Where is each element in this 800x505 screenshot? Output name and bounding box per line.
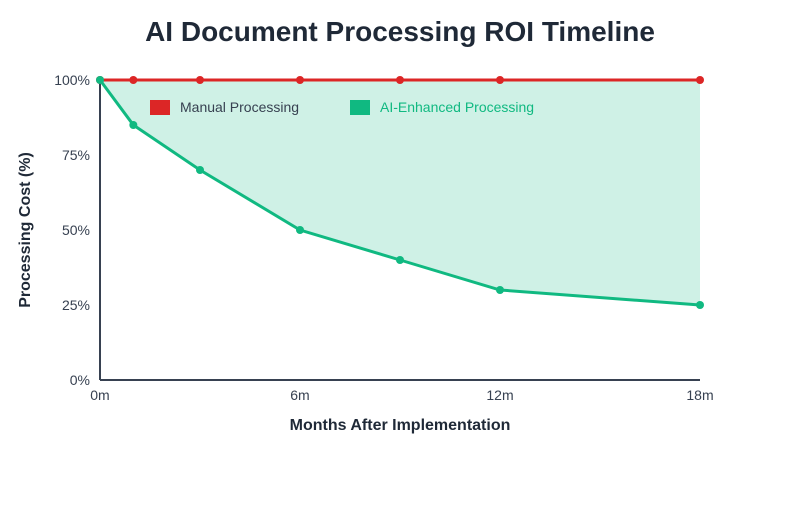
y-tick-label: 75% [62,147,90,163]
ai-data-point [129,121,138,129]
ai-data-point [196,166,204,174]
y-tick-label: 0% [70,372,90,388]
ai-data-point [496,286,504,294]
manual-data-point [496,76,504,84]
legend-swatch-manual [150,100,170,115]
manual-data-point [196,76,204,84]
legend-swatch-ai [350,100,370,115]
legend-label-ai: AI-Enhanced Processing [380,99,534,115]
ai-data-point [296,226,304,234]
legend: Manual Processing AI-Enhanced Processing [150,99,534,115]
savings-area [100,80,700,305]
legend-label-manual: Manual Processing [180,99,299,115]
x-tick-label: 0m [90,387,109,403]
manual-data-point [696,76,704,84]
ai-data-point [96,76,104,84]
ai-data-point [396,256,404,264]
ai-data-point [696,301,704,309]
y-tick-label: 50% [62,222,90,238]
y-tick-label: 25% [62,297,90,313]
x-tick-label: 18m [686,387,713,403]
x-tick-label: 6m [290,387,309,403]
y-axis-label: Processing Cost (%) [17,152,34,308]
chart-title: AI Document Processing ROI Timeline [145,16,655,47]
manual-data-point [296,76,304,84]
y-tick-label: 100% [54,72,90,88]
manual-data-point [129,76,138,84]
manual-data-point [396,76,404,84]
x-axis-label: Months After Implementation [290,417,511,434]
x-tick-label: 12m [486,387,513,403]
